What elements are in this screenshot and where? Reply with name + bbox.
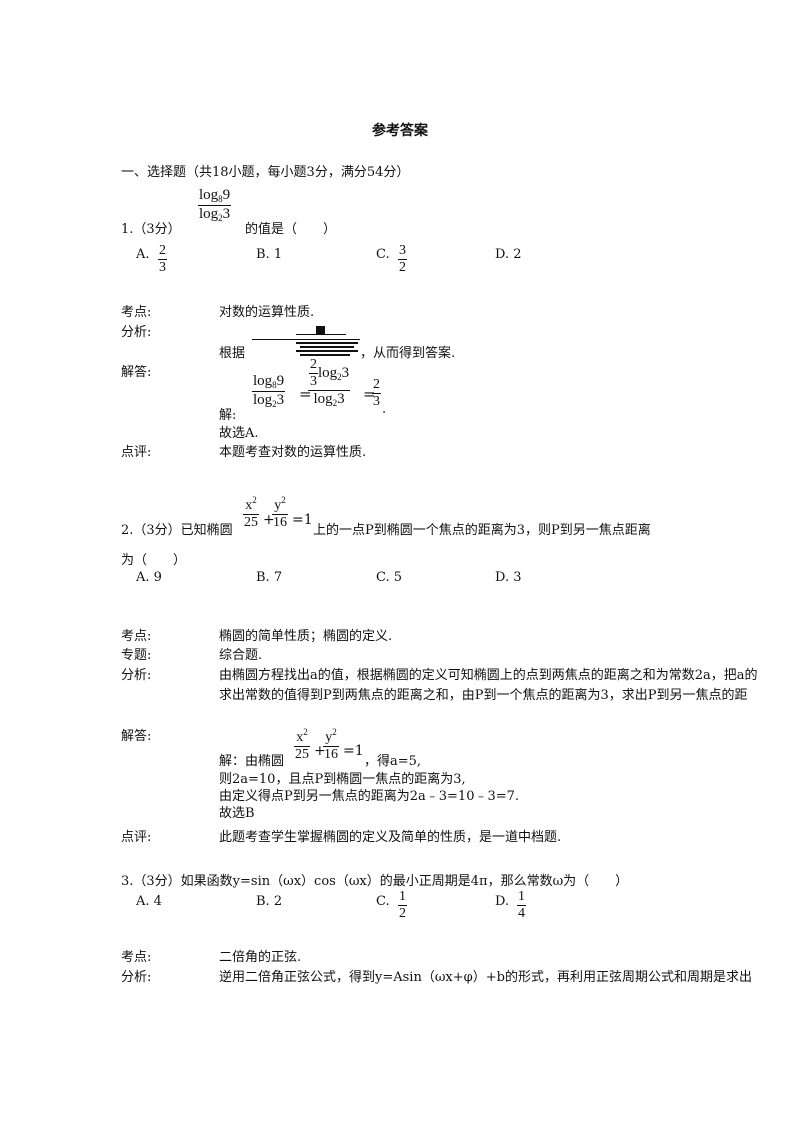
question-3-stem: 3.（3分）如果函数y=sin（ωx）cos（ωx）的最小正周期是4π，那么常数… <box>121 874 629 889</box>
q3-option-d: D. <box>495 894 510 909</box>
q2-dianping: 此题考查学生掌握椭圆的定义及简单的性质，是一道中档题. <box>219 830 562 845</box>
q1-dianping: 本题考查对数的运算性质. <box>219 445 367 460</box>
q1-fenxi-pre: 根据 <box>219 346 246 361</box>
q2-jie-equals: =1 <box>343 743 364 759</box>
q1-solution-fraction-a: log89 log23 <box>252 373 286 409</box>
q3-label-fenxi: 分析: <box>121 970 152 985</box>
q1-fenxi-post: ，从而得到答案. <box>360 346 456 361</box>
q2-label-zhuanti: 专题: <box>121 648 152 663</box>
label-fenxi: 分析: <box>121 325 152 340</box>
question-2-prefix: 2.（3分）已知椭圆 <box>121 523 233 538</box>
question-2-suffix: 上的一点P到椭圆一个焦点的距离为3，则P到另一焦点距离 <box>313 523 651 538</box>
q2-jie-pre: 解：由椭圆 <box>219 754 285 769</box>
q2-label-dianping: 点评: <box>121 830 152 845</box>
q2-eq-equals: =1 <box>292 512 313 528</box>
q2-label-jieda: 解答: <box>121 729 152 744</box>
q3-label-kaodian: 考点: <box>121 950 152 965</box>
q2-option-c: C. 5 <box>376 570 403 585</box>
question-1-expression: log89 log23 <box>198 187 232 223</box>
q1-solution-equals-2: = <box>363 385 376 403</box>
q2-fenxi-line1: 由椭圆方程找出a的值，根据椭圆的定义可知椭圆上的点到两焦点的距离之和为常数2a，… <box>219 668 758 683</box>
page-title: 参考答案 <box>372 123 428 139</box>
label-kaodian: 考点: <box>121 305 152 320</box>
option-c: C. <box>376 247 390 262</box>
q3-kaodian: 二倍角的正弦. <box>219 950 302 965</box>
q3-option-b: B. 2 <box>256 894 283 909</box>
q2-choose: 故选B <box>219 806 255 821</box>
q2-option-d: D. 3 <box>495 570 522 585</box>
q2-jie-post: ，得a=5, <box>364 754 422 769</box>
q2-eq-plus: + <box>263 512 275 528</box>
section-heading: 一、选择题（共18小题，每小题3分，满分54分） <box>121 165 410 180</box>
q1-choose: 故选A. <box>219 426 259 441</box>
q2-label-kaodian: 考点: <box>121 629 152 644</box>
q2-label-fenxi: 分析: <box>121 668 152 683</box>
q3-option-c: C. <box>376 894 390 909</box>
q2-jie-line2: 则2a=10，且点P到椭圆一焦点的距离为3, <box>219 772 466 787</box>
q2-jie-plus: + <box>314 743 326 759</box>
q3-option-a: A. 4 <box>136 894 162 909</box>
q2-option-b: B. 7 <box>256 570 283 585</box>
option-b: B. 1 <box>256 247 283 262</box>
option-a: A. <box>136 247 150 262</box>
question-1-prefix: 1.（3分） <box>121 222 181 237</box>
option-d: D. 2 <box>495 247 522 262</box>
q1-jie-prefix: 解: <box>219 408 237 423</box>
label-jieda: 解答: <box>121 365 152 380</box>
label-dianping: 点评: <box>121 445 152 460</box>
q2-fenxi-line2: 求出常数的值得到P到两焦点的距离之和，由P到一个焦点的距离为3，求出P到另一焦点… <box>219 688 748 703</box>
question-1-suffix: 的值是（ ） <box>245 222 337 237</box>
q2-jie-line3: 由定义得点P到另一焦点的距离为2a﹣3=10﹣3=7. <box>219 789 520 804</box>
q1-solution-end: . <box>382 402 387 417</box>
q3-fenxi: 逆用二倍角正弦公式，得到y=Asin（ωx+φ）+b的形式，再利用正弦周期公式和… <box>219 970 752 985</box>
q2-kaodian: 椭圆的简单性质；椭圆的定义. <box>219 629 393 644</box>
q2-option-a: A. 9 <box>136 570 162 585</box>
q2-zhuanti: 综合题. <box>219 648 263 663</box>
q1-kaodian: 对数的运算性质. <box>219 305 315 320</box>
question-2-line2: 为（ ） <box>121 553 187 568</box>
